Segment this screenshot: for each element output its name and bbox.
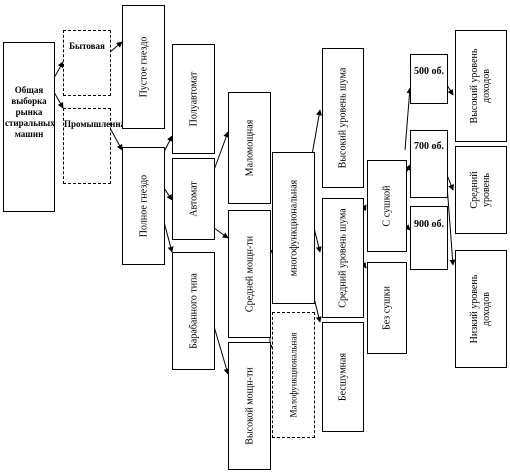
node-rpm-700: 700 об. [410, 130, 448, 198]
node-rpm-500: 500 об. [410, 54, 448, 104]
node-without-dryer-label: Без сушки [381, 286, 393, 330]
edge-industrial-full [109, 127, 123, 151]
node-high-noise-label: Высокий уровень шума [337, 67, 349, 169]
edge-full-drum [163, 221, 174, 253]
node-mid-income-label: Средний уровень [469, 171, 492, 209]
node-full-nest-label: Полное гнездо [138, 174, 149, 238]
node-mid-income: Средний уровень [455, 146, 507, 234]
node-high-noise: Высокий уровень шума [322, 48, 364, 188]
node-automatic-label: Автомат [188, 181, 199, 217]
node-rpm-500-label: 500 об. [414, 66, 444, 77]
edge-dryer-500 [404, 87, 413, 151]
node-noiseless-label: Бесшумная [337, 352, 349, 402]
node-without-dryer: Без сушки [367, 262, 407, 354]
node-high-power-label: Высокой мощн-ти [244, 367, 255, 445]
node-low-function-label: Малофункциональная [288, 332, 298, 418]
edge-household-empty [109, 41, 123, 53]
node-rpm-700-label: 700 об. [414, 141, 444, 152]
edge-multi-highnoise [311, 109, 323, 156]
node-mid-noise-label: Средний уровень шума [337, 208, 349, 308]
node-with-dryer-label: С сушкой [381, 185, 393, 227]
node-high-power: Высокой мощн-ти [228, 342, 271, 470]
node-mid-noise: Средний уровень шума [322, 198, 364, 318]
node-empty-nest: Пустое гнездо [122, 5, 165, 129]
node-multifunctional-label: многофункциональная [288, 179, 299, 277]
edge-auto-low [213, 131, 230, 171]
node-low-income: Низкий уровень доходов [455, 250, 507, 368]
node-drum: Барабанного типа [172, 252, 215, 370]
node-multifunctional: многофункциональная [272, 152, 315, 304]
node-low-function: Малофункциональная [272, 312, 315, 438]
edge-full-auto [163, 187, 173, 201]
node-low-income-label: Низкий уровень доходов [469, 274, 492, 344]
node-mid-power: Средней мощн-ти [228, 210, 271, 338]
node-drum-label: Барабанного типа [188, 273, 199, 349]
node-root-label: Общая выборка рынка стиральных машин [5, 85, 55, 139]
node-industrial-label: Промышленная [64, 119, 130, 129]
node-semi-auto-label: Полуавтомат [188, 71, 199, 127]
edge-full-semi [163, 135, 173, 153]
edge-root-industrial [53, 91, 64, 109]
node-with-dryer: С сушкой [367, 160, 407, 252]
node-semi-auto: Полуавтомат [172, 44, 215, 154]
node-rpm-900-label: 900 об. [414, 219, 444, 230]
node-noiseless: Бесшумная [322, 322, 364, 432]
node-automatic: Автомат [172, 158, 215, 240]
node-full-nest: Полное гнездо [122, 147, 165, 265]
node-empty-nest-label: Пустое гнездо [138, 36, 149, 98]
node-mid-power-label: Средней мощн-ти [244, 235, 255, 313]
node-root: Общая выборка рынка стиральных машин [3, 42, 55, 212]
node-low-power: Маломощная [228, 92, 271, 204]
node-household: Бытовая [63, 30, 111, 96]
edge-500-high [446, 84, 454, 96]
node-high-income-label: Высокий уровень доходов [469, 48, 492, 124]
node-high-income: Высокий уровень доходов [455, 30, 507, 142]
node-low-power-label: Маломощная [244, 119, 255, 177]
node-rpm-900: 900 об. [410, 206, 448, 270]
edge-auto-mid [213, 227, 229, 239]
node-household-label: Бытовая [69, 41, 105, 51]
node-industrial: Промышленная [63, 108, 130, 184]
edge-700-low [446, 184, 456, 266]
edge-700-mid [446, 174, 454, 191]
edge-root-household [53, 61, 64, 79]
